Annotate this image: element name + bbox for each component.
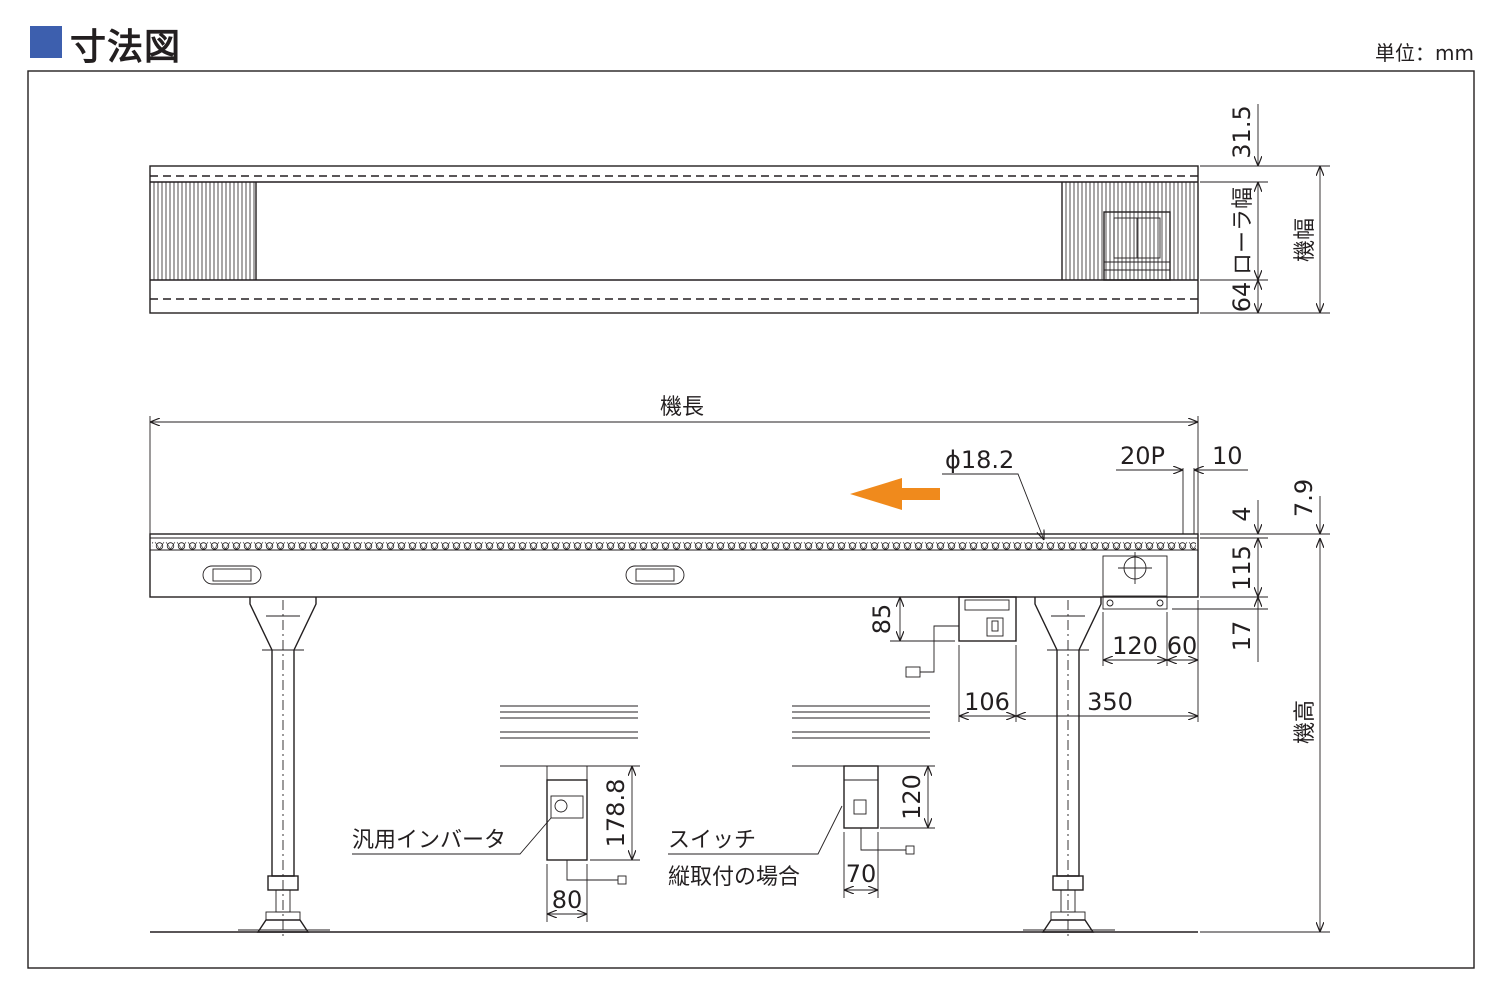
dim-17: 17 [1228, 621, 1256, 652]
switch-body [843, 765, 879, 829]
dim-178-8: 178.8 [602, 779, 630, 848]
plan-view: 31.5 ローラ幅 64 機幅 [149, 104, 1330, 314]
frame-slot-left [202, 565, 262, 585]
leg-right [1023, 597, 1115, 940]
roller-chain [152, 538, 1196, 550]
title-marker [30, 26, 62, 58]
label-roller-width: ローラ幅 [1231, 187, 1256, 275]
conveyor-frame [149, 533, 1199, 598]
label-switch: スイッチ [668, 828, 756, 853]
roller-group-left [152, 182, 256, 280]
dim-4: 4 [1228, 506, 1256, 521]
dim-115: 115 [1228, 545, 1256, 591]
dim-diameter: ϕ18.2 [945, 446, 1014, 474]
label-switch-vertical: 縦取付の場合 [668, 865, 800, 890]
dim-64: 64 [1228, 282, 1256, 313]
drive-unit-plan [1103, 211, 1171, 281]
detail-inverter: 178.8 80 汎用インバータ [352, 705, 640, 922]
side-view: 機長 ϕ18.2 [149, 395, 1330, 940]
dim-70: 70 [846, 860, 877, 888]
dim-pitch: 20P [1120, 442, 1165, 470]
dim-350: 350 [1087, 688, 1133, 716]
control-box [905, 596, 1017, 678]
dim-31-5: 31.5 [1228, 105, 1256, 158]
page-title: 寸法図 [70, 27, 182, 68]
dim-85: 85 [868, 604, 896, 635]
label-machine-length: 機長 [660, 395, 704, 420]
unit-label: 単位：mm [1375, 41, 1474, 65]
drawing-frame [27, 70, 1475, 969]
dim-10: 10 [1212, 442, 1243, 470]
dim-60: 60 [1167, 632, 1198, 660]
drive-unit-side [1102, 552, 1168, 610]
dim-120: 120 [1112, 632, 1158, 660]
dim-106: 106 [964, 688, 1010, 716]
label-inverter: 汎用インバータ [352, 828, 506, 853]
frame-slot-center [625, 565, 685, 585]
label-machine-height: 機高 [1293, 700, 1318, 744]
inverter-body [546, 779, 588, 861]
dim-7-9: 7.9 [1290, 479, 1318, 517]
label-machine-width: 機幅 [1293, 218, 1318, 262]
plan-outline [149, 165, 1199, 314]
leg-left [238, 597, 330, 940]
detail-switch: 120 70 スイッチ 縦取付の場合 [668, 705, 935, 898]
flow-direction-arrow [850, 478, 940, 510]
dim-switch-120: 120 [898, 774, 926, 820]
roller-group-right [1062, 182, 1196, 280]
dim-80: 80 [552, 886, 583, 914]
